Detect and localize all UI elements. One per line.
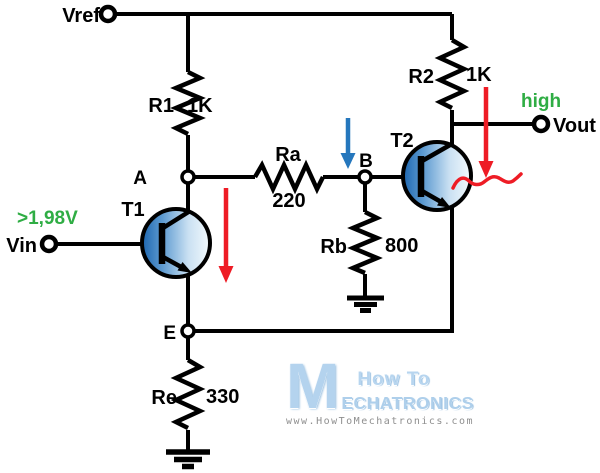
- vin-terminal: [39, 234, 59, 254]
- t2-transistor: [401, 140, 473, 212]
- watermark-url-text: www.HowToMechatronics.com: [286, 415, 475, 427]
- input-threshold-label: >1,98V: [17, 208, 78, 229]
- r2-name-label: R2: [408, 66, 434, 88]
- node-e-dot: [180, 323, 196, 339]
- r2-value-label: 1K: [466, 64, 492, 86]
- r1-resistor: [170, 69, 206, 137]
- watermark-m-logo-icon: M: [286, 350, 340, 422]
- resistor-symbols: [170, 38, 470, 431]
- t1-emitter-lead: [161, 255, 185, 270]
- node-e-label: E: [163, 323, 176, 344]
- t1-transistor: [140, 207, 212, 279]
- t1-label: T1: [121, 199, 144, 221]
- watermark-mechatronics-text: ECHATRONICS: [341, 393, 474, 413]
- re-name-label: Re: [151, 387, 177, 409]
- current-squiggle-mark: [451, 172, 523, 190]
- t2-label: T2: [390, 130, 413, 152]
- wires: [56, 12, 534, 452]
- vin-label: Vin: [6, 235, 37, 257]
- r1-name-label: R1: [148, 95, 174, 117]
- vout-terminal: [531, 114, 551, 134]
- re-resistor: [170, 358, 206, 431]
- vout-label: Vout: [553, 115, 596, 137]
- rb-resistor: [347, 209, 383, 276]
- re-ground-symbol: [166, 449, 210, 470]
- nodes-and-terminals: [39, 4, 551, 339]
- t1-collector-lead: [161, 209, 192, 230]
- e-to-t2-emitter-wire: [194, 208, 454, 333]
- t2-emitter-arrow-icon: [437, 197, 451, 208]
- node-b-label: B: [359, 151, 373, 172]
- howtomechatronics-watermark: M How To ECHATRONICS www.HowToMechatroni…: [286, 350, 475, 427]
- node-b-dot: [357, 169, 373, 185]
- rb-ground-symbol: [347, 295, 384, 313]
- watermark-howto-text: How To: [357, 369, 431, 390]
- ra-resistor: [253, 159, 326, 195]
- vref-terminal: [98, 4, 118, 24]
- watermark-brand: M How To ECHATRONICS: [286, 350, 473, 422]
- t1-emitter-arrow-icon: [177, 262, 192, 273]
- ra-value-label: 220: [272, 190, 305, 212]
- vref-label: Vref: [62, 5, 100, 27]
- node-a-label: A: [133, 168, 147, 189]
- ra-name-label: Ra: [275, 144, 301, 166]
- r1-value-label: 1K: [187, 95, 213, 117]
- base-current-arrow: [340, 118, 356, 169]
- re-value-label: 330: [206, 386, 239, 408]
- output-state-label: high: [521, 91, 561, 112]
- rb-value-label: 800: [385, 235, 418, 257]
- t1-current-arrow: [218, 188, 234, 283]
- t2-current-arrow: [478, 87, 494, 178]
- base-current-arrowhead-icon: [340, 153, 356, 169]
- node-a-dot: [180, 169, 196, 185]
- t2-current-arrowhead-icon: [478, 161, 494, 178]
- t2-emitter-lead: [420, 189, 445, 205]
- r2-resistor: [434, 38, 470, 111]
- t2-collector-lead: [420, 143, 452, 163]
- rb-name-label: Rb: [320, 236, 347, 258]
- t1-current-arrowhead-icon: [218, 266, 234, 283]
